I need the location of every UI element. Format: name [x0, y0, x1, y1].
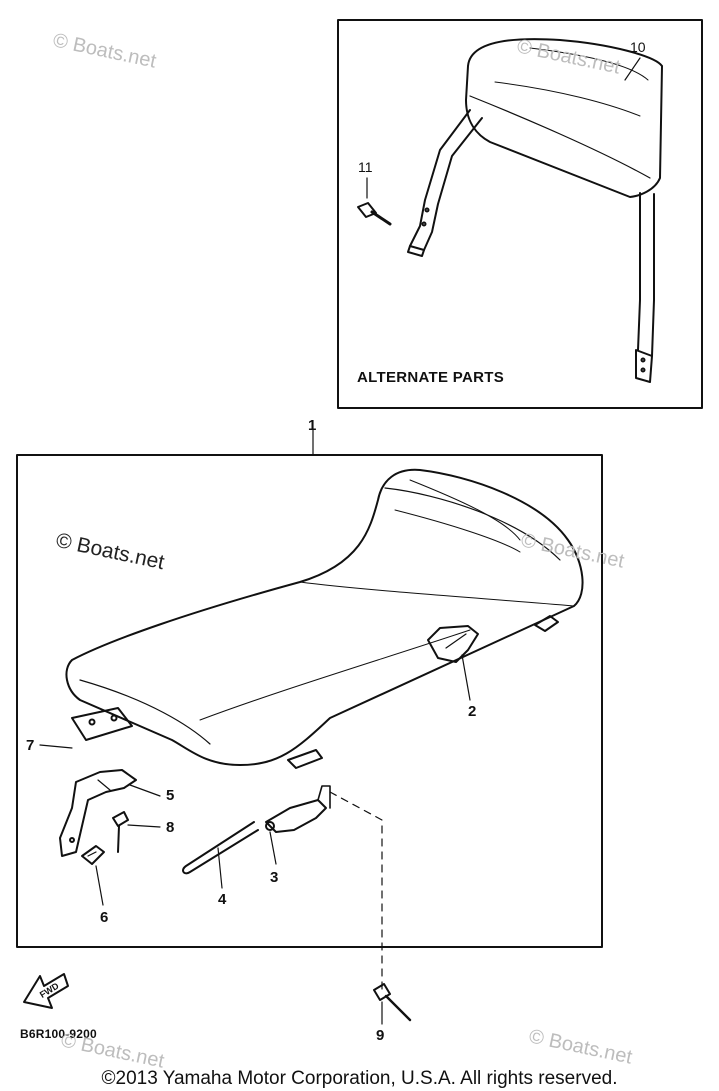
seat-assembly-frame	[16, 454, 603, 948]
seat-cushion-part	[65, 468, 584, 769]
cable-rod-part-4	[182, 821, 259, 875]
callout-6: 6	[100, 909, 109, 926]
copyright-footer: ©2013 Yamaha Motor Corporation, U.S.A. A…	[101, 1068, 618, 1089]
alternate-parts-frame	[337, 19, 703, 409]
callout-3: 3	[270, 869, 279, 886]
callout-10: 10	[630, 39, 646, 55]
collar-part-6	[81, 845, 105, 865]
callout-11: 11	[358, 159, 373, 175]
screw-part-9	[373, 983, 412, 1022]
callout-8: 8	[166, 819, 175, 836]
drawing-code: B6R100-9200	[20, 1027, 97, 1041]
callout-4: 4	[218, 891, 227, 908]
latch-bracket-part-5	[59, 769, 137, 857]
rivet-part-8	[112, 811, 129, 853]
lock-assembly-part-3	[265, 785, 331, 833]
bolt-part-11	[357, 202, 392, 226]
callout-7: 7	[26, 737, 35, 754]
callout-2: 2	[468, 703, 477, 720]
parts-diagram: FWD	[16, 19, 703, 1025]
plate-part-7	[71, 707, 133, 741]
callout-1: 1	[308, 417, 317, 434]
callout-5: 5	[166, 787, 175, 804]
forward-arrow-icon	[23, 973, 69, 1009]
backrest-part	[407, 38, 663, 383]
callout-9: 9	[376, 1027, 385, 1044]
alternate-parts-label: ALTERNATE PARTS	[357, 369, 504, 386]
